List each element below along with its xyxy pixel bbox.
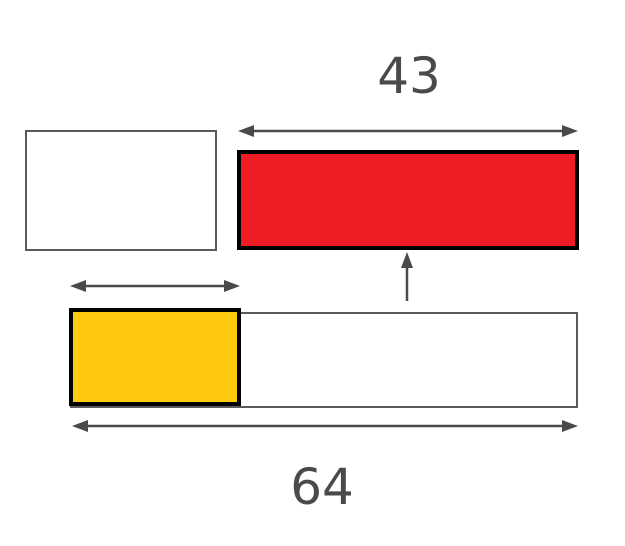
bottom-double-arrow [72, 420, 578, 432]
top-double-arrow [238, 125, 578, 137]
red-bar [237, 150, 579, 250]
yellow-part [69, 308, 241, 406]
top-length-label: 43 [377, 47, 441, 105]
top-left-empty-box [25, 130, 217, 251]
short-double-arrow [70, 280, 240, 292]
up-arrow [401, 252, 413, 301]
bottom-length-label: 64 [290, 458, 354, 516]
